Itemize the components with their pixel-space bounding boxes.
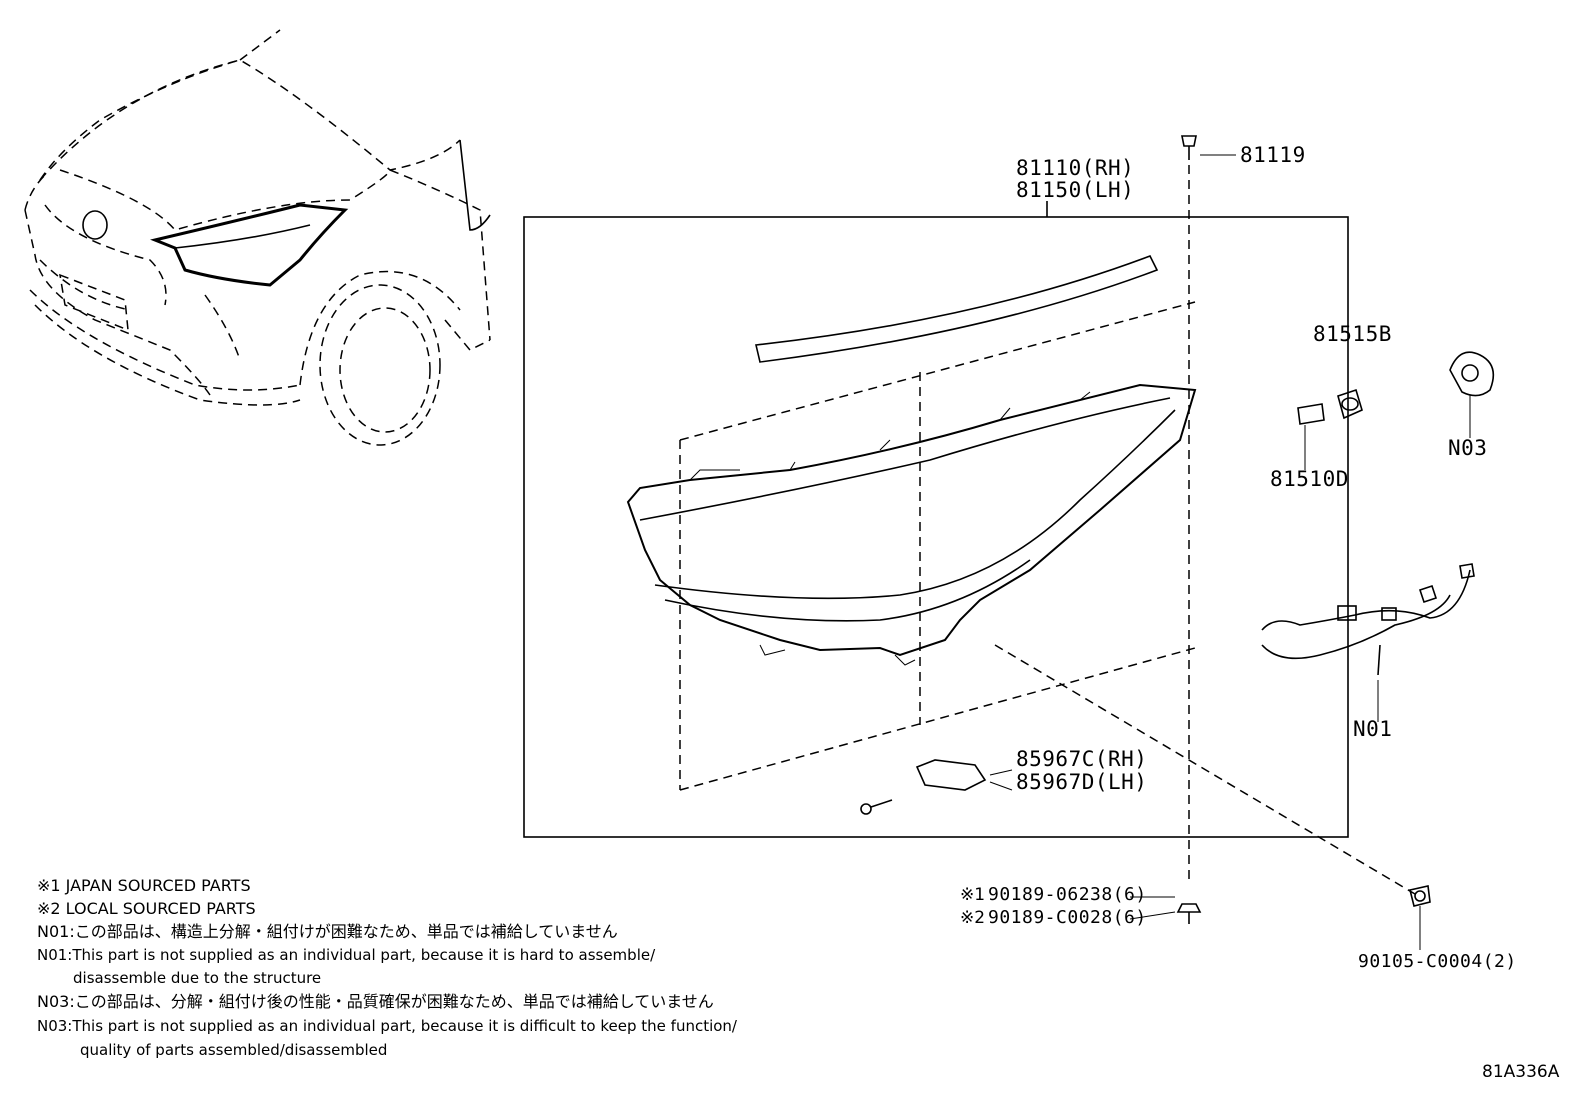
label-screw-81119: 81119 <box>1240 143 1306 167</box>
note-n01-en-cont: disassemble due to the structure <box>73 969 322 987</box>
screw-81119-icon <box>1181 135 1236 880</box>
label-headlamp-lh: 81150(LH) <box>1016 178 1135 202</box>
actuator-n03-icon <box>1449 351 1495 438</box>
trim-strip-icon <box>755 254 1159 363</box>
clip-90105-icon <box>1409 885 1431 950</box>
label-bolt1-mark: ※1 <box>960 885 986 905</box>
label-bolt2: 90189-C0028(6) <box>988 907 1147 928</box>
vehicle-illustration <box>24 29 491 446</box>
label-n03: N03 <box>1448 436 1488 460</box>
label-bolt2-mark: ※2 <box>960 908 986 928</box>
label-n01: N01 <box>1353 717 1393 741</box>
label-socket: 81515B <box>1313 322 1392 346</box>
socket-81515b-icon <box>1337 352 1363 420</box>
bolt-90189-icon <box>1129 896 1202 924</box>
wire-harness-n01-icon <box>1261 563 1475 722</box>
note-japan-sourced: ※1 JAPAN SOURCED PARTS <box>37 876 251 895</box>
label-ecu-lh: 85967D(LH) <box>1016 770 1148 794</box>
figure-code: 81A336A <box>1482 1062 1560 1082</box>
note-n03-jp: N03:この部品は、分解・組付け後の性能・品質確保が困難なため、単品では補給して… <box>37 992 714 1011</box>
note-n03-en: N03:This part is not supplied as an indi… <box>37 1017 737 1035</box>
label-bulb: 81510D <box>1270 467 1349 491</box>
label-bolt1: 90189-06238(6) <box>988 884 1147 905</box>
note-n03-en-cont: quality of parts assembled/disassembled <box>80 1041 388 1059</box>
note-n01-en: N01:This part is not supplied as an indi… <box>37 946 656 964</box>
bulb-81510d-icon <box>1297 403 1325 470</box>
label-headlamp-rh: 81110(RH) <box>1016 156 1135 180</box>
note-local-sourced: ※2 LOCAL SOURCED PARTS <box>37 899 256 918</box>
label-ecu-rh: 85967C(RH) <box>1016 747 1148 771</box>
label-clip: 90105-C0004(2) <box>1358 951 1517 972</box>
ecu-85967-icon <box>860 759 1013 815</box>
assembly-box <box>523 216 1349 838</box>
note-n01-jp: N01:この部品は、構造上分解・組付けが困難なため、単品では補給していません <box>37 922 618 941</box>
headlamp-assembly-icon <box>626 301 1421 898</box>
